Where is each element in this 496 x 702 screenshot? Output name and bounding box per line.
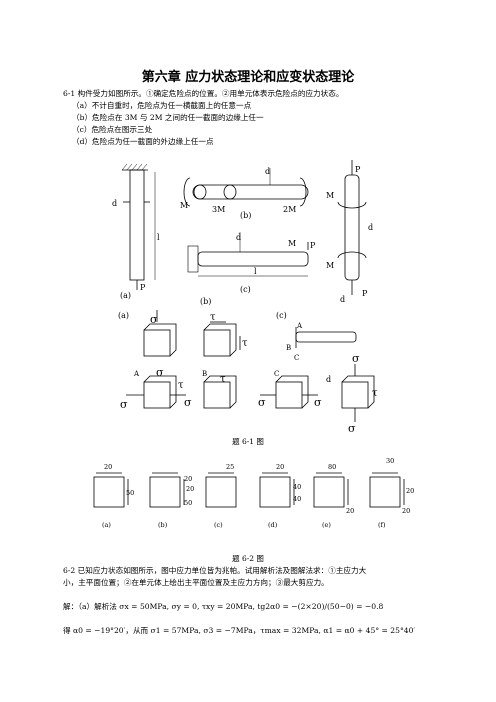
f-top: 30 [386, 457, 394, 465]
label-a-elem: (a) [118, 311, 129, 320]
label-c-elem: (c) [276, 311, 287, 320]
problem-6-2-line1: 6-2 已知应力状态如图所示，图中应力单位皆为兆帕。试用解析法及图解法求：①主应… [63, 566, 367, 575]
elem-A: A [133, 370, 140, 378]
a-top: 20 [104, 463, 112, 471]
e-side: 20 [346, 507, 354, 515]
figure-6-2: 20 50 (a) 20 20 50 (b) 25 (c) 20 40 40 (… [93, 457, 414, 529]
problem-6-2-line2: 小，主平面位置；②在单元体上绘出主平面位置及主应力方向；③最大剪应力。 [63, 578, 329, 587]
sigma-A-left: σ [120, 398, 128, 411]
label-c: (c) [240, 285, 251, 294]
label-2M: 2M [283, 205, 296, 214]
label-d-c: d [236, 233, 241, 242]
d-bottom: 40 [293, 495, 301, 503]
sigma-A: σ [156, 366, 164, 379]
panel-b-label: (b) [158, 521, 168, 529]
panel-c-label: (c) [214, 521, 223, 529]
label-d-elem: d [326, 375, 331, 384]
elem-C: C [274, 370, 279, 378]
sigma-A-right: σ [184, 396, 192, 409]
figure-6-1: d l P (a) M d 3M 2M (b) d M P l (c) P M … [112, 160, 378, 435]
a-side: 50 [126, 489, 134, 497]
b-top: 20 [184, 475, 192, 483]
label-M-d-bot: M [326, 261, 334, 270]
result-line: 得 α0 = −19°20′，从而 σ1 = 57MPa, σ3 = −7MPa… [63, 626, 416, 635]
tau-b2: τ [242, 338, 248, 349]
f-bottom: 20 [402, 507, 410, 515]
d-top: 20 [276, 463, 284, 471]
tau-A: τ [178, 380, 184, 391]
label-P-d-bot: P [362, 289, 368, 298]
answer-d: （d）危险点为任一截面的外边缘上任一点 [72, 137, 214, 146]
label-b-top: (b) [240, 211, 251, 220]
label-l-c: l [254, 267, 257, 276]
label-d-a: d [112, 199, 117, 208]
chapter-title: 第六章 应力状态理论和应变状态理论 [141, 70, 355, 85]
b-bottom: 50 [184, 499, 192, 507]
c-top: 25 [226, 463, 234, 471]
answer-a: （a）不计自重时，危险点为任一横截面上的任意一点 [72, 101, 252, 110]
label-d: d [340, 295, 345, 304]
solution-line: 解：（a）解析法 σx = 50MPa, σy = 0, τxy = 20MPa… [63, 602, 384, 611]
e-top: 80 [328, 463, 336, 471]
panel-e-label: (e) [322, 521, 331, 529]
d-side: 40 [293, 483, 301, 491]
label-P-d-top: P [355, 165, 361, 174]
label-P-c: P [310, 241, 316, 250]
tau-b: τ [210, 312, 216, 323]
label-d-d: d [368, 223, 373, 232]
problem-6-1-statement: 6-1 构件受力如图所示。①确定危险点的位置。②用单元体表示危险点的应力状态。 [63, 89, 344, 98]
tau-B: τ [220, 374, 226, 385]
sigma-C-left: σ [258, 396, 266, 409]
label-M-c: M [288, 239, 296, 248]
b-side: 20 [186, 485, 194, 493]
caption-6-1: 题 6-1 图 [232, 437, 264, 446]
label-P-a: P [140, 283, 146, 292]
answer-c: （c）危险点在图示三处 [72, 125, 153, 134]
label-l-a: l [157, 233, 160, 242]
point-B: B [286, 344, 291, 352]
panel-f-label: (f) [378, 521, 386, 529]
caption-6-2: 题 6-2 图 [232, 554, 264, 563]
sigma-d-top: σ [352, 352, 360, 365]
label-M-b: M [180, 201, 188, 210]
label-b: (b) [200, 297, 211, 306]
label-M-d-top: M [326, 191, 334, 200]
label-d-b: d [265, 167, 270, 176]
sigma-d-bot: σ [348, 422, 356, 435]
point-A: A [296, 322, 303, 330]
point-C: C [294, 354, 299, 362]
label-a: (a) [120, 291, 131, 300]
f-side: 20 [406, 487, 414, 495]
panel-d-label: (d) [268, 521, 278, 529]
label-3M: 3M [212, 205, 225, 214]
sigma-a: σ [150, 313, 158, 326]
sigma-C-right: σ [314, 396, 322, 409]
tau-d: τ [372, 388, 378, 399]
elem-B: B [202, 370, 207, 378]
answer-b: （b）危险点在 3M 与 2M 之间的任一截面的边缘上任一 [72, 113, 264, 122]
panel-a-label: (a) [102, 521, 111, 529]
